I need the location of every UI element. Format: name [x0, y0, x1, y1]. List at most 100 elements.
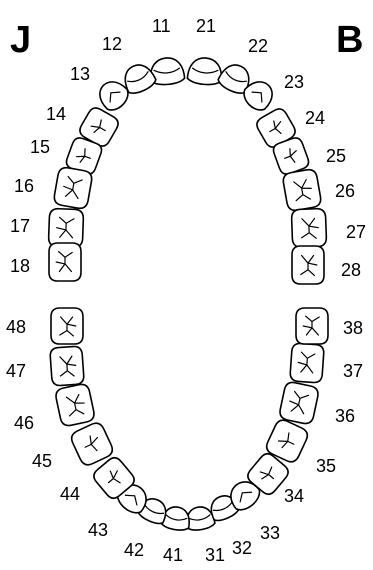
tooth-48[interactable] [50, 307, 84, 345]
tooth-15-fissure [75, 148, 91, 163]
tooth-41-outline [160, 506, 190, 531]
tooth-33[interactable] [225, 476, 264, 515]
tooth-34[interactable] [245, 451, 291, 498]
tooth-11-outline [149, 57, 186, 86]
tooth-17-fissure [56, 216, 75, 239]
tooth-31[interactable] [184, 505, 216, 532]
tooth-number-42: 42 [124, 540, 144, 560]
tooth-23-outline [243, 81, 273, 111]
tooth-35[interactable] [264, 418, 310, 465]
tooth-26-fissure [293, 179, 312, 202]
tooth-number-31: 31 [205, 545, 225, 565]
tooth-number-18: 18 [10, 256, 30, 276]
tooth-41-fissure [165, 514, 188, 521]
tooth-12-fissure [127, 71, 149, 83]
tooth-13-fissure [109, 91, 121, 103]
tooth-number-12: 12 [102, 34, 122, 54]
tooth-number-36: 36 [335, 406, 355, 426]
tooth-24-fissure [269, 120, 282, 135]
tooth-27-fissure [301, 217, 319, 239]
tooth-28-fissure [300, 254, 318, 277]
tooth-18[interactable] [48, 242, 82, 282]
tooth-number-35: 35 [316, 456, 336, 476]
tooth-42-fissure [143, 503, 165, 515]
tooth-38-fissure [302, 315, 320, 336]
tooth-number-45: 45 [32, 451, 52, 471]
tooth-28[interactable] [291, 245, 325, 285]
tooth-27[interactable] [290, 207, 328, 249]
tooth-44[interactable] [91, 455, 137, 502]
tooth-44-fissure [107, 470, 121, 484]
tooth-45[interactable] [69, 421, 115, 468]
tooth-17[interactable] [47, 207, 85, 249]
tooth-45-fissure [84, 435, 99, 452]
tooth-16[interactable] [53, 166, 93, 210]
tooth-38[interactable] [295, 307, 329, 345]
tooth-number-15: 15 [30, 137, 50, 157]
tooth-11[interactable] [149, 57, 186, 86]
tooth-number-41: 41 [163, 545, 183, 565]
tooth-21[interactable] [186, 57, 223, 86]
tooth-25[interactable] [271, 136, 310, 176]
tooth-34-fissure [259, 466, 275, 480]
tooth-23[interactable] [239, 75, 278, 114]
tooth-number-33: 33 [260, 523, 280, 543]
tooth-47-fissure [59, 355, 77, 377]
tooth-36-fissure [289, 390, 310, 415]
tooth-13-outline [99, 81, 129, 111]
tooth-number-28: 28 [341, 260, 361, 280]
tooth-number-37: 37 [343, 361, 363, 381]
tooth-24[interactable] [254, 106, 298, 150]
side-label-right: B [336, 19, 363, 61]
tooth-43-fissure [124, 494, 138, 506]
tooth-12[interactable] [119, 60, 157, 97]
tooth-18-fissure [55, 250, 73, 273]
tooth-number-22: 22 [248, 36, 268, 56]
tooth-16-fissure [63, 175, 83, 200]
tooth-46-fissure [65, 393, 85, 417]
tooth-31-outline [186, 506, 216, 531]
tooth-32-fissure [212, 500, 234, 512]
tooth-47[interactable] [49, 345, 85, 387]
tooth-number-34: 34 [284, 486, 304, 506]
tooth-21-fissure [191, 67, 219, 74]
tooth-26[interactable] [282, 168, 322, 212]
tooth-25-fissure [284, 148, 297, 163]
tooth-31-fissure [188, 514, 211, 521]
tooth-number-21: 21 [196, 16, 216, 36]
tooth-14-fissure [90, 119, 106, 134]
tooth-22[interactable] [216, 60, 254, 97]
tooth-37[interactable] [289, 342, 325, 384]
tooth-number-13: 13 [70, 64, 90, 84]
tooth-number-47: 47 [6, 361, 26, 381]
tooth-41[interactable] [160, 505, 192, 532]
tooth-33-fissure [239, 491, 253, 503]
tooth-14[interactable] [77, 105, 121, 149]
tooth-22-fissure [225, 71, 247, 83]
tooth-number-24: 24 [305, 108, 325, 128]
tooth-number-25: 25 [326, 146, 346, 166]
tooth-33-outline [230, 481, 261, 511]
tooth-number-43: 43 [88, 520, 108, 540]
tooth-number-14: 14 [46, 104, 66, 124]
tooth-number-27: 27 [346, 222, 366, 242]
tooth-number-32: 32 [232, 538, 252, 558]
tooth-number-23: 23 [284, 72, 304, 92]
tooth-number-17: 17 [10, 216, 30, 236]
tooth-35-fissure [277, 432, 295, 449]
tooth-number-11: 11 [152, 16, 171, 36]
tooth-36[interactable] [278, 381, 319, 425]
tooth-21-outline [186, 57, 223, 86]
tooth-46[interactable] [54, 383, 95, 427]
tooth-number-26: 26 [335, 181, 355, 201]
tooth-13[interactable] [93, 75, 132, 114]
tooth-number-44: 44 [60, 484, 80, 504]
tooth-11-fissure [153, 67, 181, 74]
tooth-48-fissure [59, 316, 77, 337]
tooth-15[interactable] [64, 136, 103, 176]
tooth-number-38: 38 [343, 318, 363, 338]
side-label-left: J [10, 19, 31, 61]
tooth-number-48: 48 [6, 317, 26, 337]
